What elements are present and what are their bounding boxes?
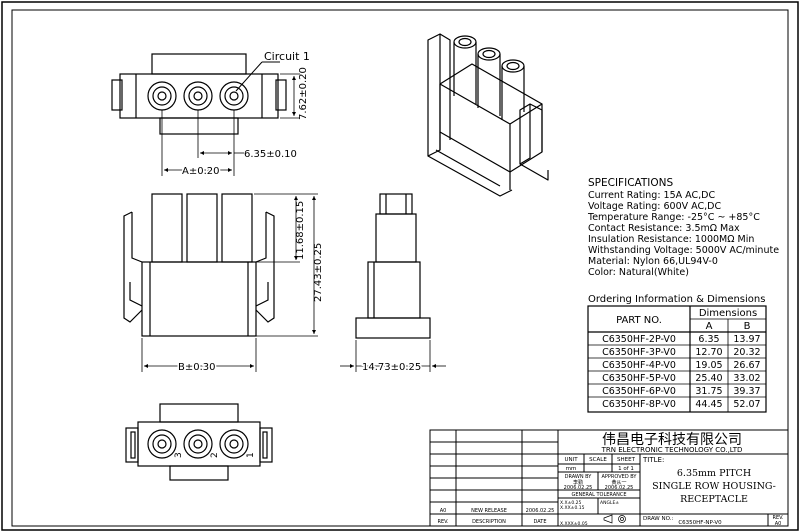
tolerance-line: X.XX±0.15 [560,505,585,511]
table-cell-a: 25.40 [695,373,722,384]
ordering-title: Ordering Information & Dimensions [588,294,765,305]
approved-by-name: 黄从一 [611,479,626,486]
table-cell-b: 13.97 [733,334,760,345]
front-view-bottom [125,403,273,481]
table-cell-b: 33.02 [733,373,760,384]
front-view-top [111,53,287,135]
col-part-header: PART NO. [616,315,662,326]
dim-a: A±0.20 [182,166,220,177]
angle-label: ANGLE± [600,500,619,506]
unit-label: UNIT [564,457,578,463]
spec-heading: SPECIFICATIONS [588,177,674,189]
title-block [429,429,789,527]
ordering-table: Ordering Information & Dimensions PART N… [587,294,767,413]
table-cell-a: 12.70 [695,347,722,358]
pin-number-3: 3 [174,452,184,458]
specifications: SPECIFICATIONS Current Rating: 15A AC,DC… [587,177,779,278]
spec-line: Insulation Resistance: 1000MΩ Min [588,234,754,245]
rev-label: REV. [773,515,784,521]
scale-label: SCALE [589,457,607,463]
col-a-header: A [706,321,713,332]
table-cell-a: 6.35 [698,334,719,345]
spec-line: Contact Resistance: 3.5mΩ Max [588,223,740,234]
dim-front-height: 7.62±0.20 [298,67,309,120]
tolerance-label: GENERAL TOLERANCE [571,492,626,498]
table-cell-part: C6350HF-4P-V0 [602,360,676,371]
rev-value: A0 [775,521,782,527]
table-cell-b: 39.37 [733,386,760,397]
col-b-header: B [744,321,751,332]
drawn-by-label: DRAWN BY [565,474,593,480]
isometric-view [427,33,549,197]
rev-col-label: REV. [438,519,449,525]
dim-pitch: 6.35±0.10 [244,149,297,160]
drawn-by-name: 李勤 [573,479,583,486]
title-label: TITLE: [642,456,664,464]
circuit-label: Circuit 1 [264,50,310,63]
circuit-leader [235,61,263,92]
desc-col-label: DESCRIPTION [472,519,506,525]
approved-by-label: APPROVED BY [601,474,637,480]
dim-b: B±0.30 [178,362,216,373]
title-line-3: RECEPTACLE [680,494,748,505]
spec-line: Withstanding Voltage: 5000V AC/minute [588,245,779,256]
side-view-left [123,193,275,337]
title-line-2: SINGLE ROW HOUSING- [652,481,776,492]
table-cell-part: C6350HF-3P-V0 [602,347,676,358]
company-name-cn: 伟昌电子科技有限公司 [602,432,742,448]
table-cell-part: C6350HF-8P-V0 [602,399,676,410]
dim-depth: 14.73±0.25 [362,362,421,373]
table-cell-b: 52.07 [733,399,760,410]
drawn-by-date: 2006.02.25 [564,485,593,491]
sheet-value: 1 of 1 [618,466,634,472]
inner-frame [11,9,789,527]
col-dims-header: Dimensions [699,308,757,319]
side-view-right [355,193,431,339]
spec-line: Material: Nylon 66,UL94V-0 [588,256,718,267]
table-cell-a: 19.05 [695,360,722,371]
spec-line: Current Rating: 15A AC,DC [588,190,715,201]
rev-row-rev: A0 [440,508,447,514]
table-cell-part: C6350HF-6P-V0 [602,386,676,397]
draw-no-label: DRAW NO.: [643,516,673,522]
spec-line: Temperature Range: -25°C ~ +85°C [587,212,760,223]
company-name-en: TRN ELECTRONIC TECHNOLOGY CO.,LTD [601,446,743,454]
unit-value: mm [566,466,577,472]
pin-number-1: 1 [246,452,256,458]
rev-row-date: 2006.02.25 [526,508,555,514]
dim-pin-height: 11.68±0.15 [295,201,306,260]
table-cell-a: 31.75 [695,386,722,397]
table-cell-b: 26.67 [733,360,760,371]
tolerance-line: X.XXX±0.05 [560,521,588,527]
spec-line: Voltage Rating: 600V AC,DC [588,201,721,212]
table-cell-part: C6350HF-2P-V0 [602,334,676,345]
sheet-label: SHEET [617,457,636,463]
draw-no-value: C6350HF-NP-V0 [678,520,722,526]
title-line-1: 6.35mm PITCH [677,468,751,479]
date-col-label: DATE [533,519,546,525]
table-cell-a: 44.45 [695,399,722,410]
dim-total-height: 27.43±0.25 [313,243,324,302]
pin-number-2: 2 [210,452,220,458]
table-cell-b: 20.32 [733,347,760,358]
projection-symbol-icon [603,514,626,524]
table-cell-part: C6350HF-5P-V0 [602,373,676,384]
rev-row-desc: NEW RELEASE [471,508,507,514]
approved-by-date: 2006.02.25 [605,485,634,491]
spec-line: Color: Natural(White) [588,267,689,278]
tolerance-line: X.X±0.25 [560,500,582,506]
